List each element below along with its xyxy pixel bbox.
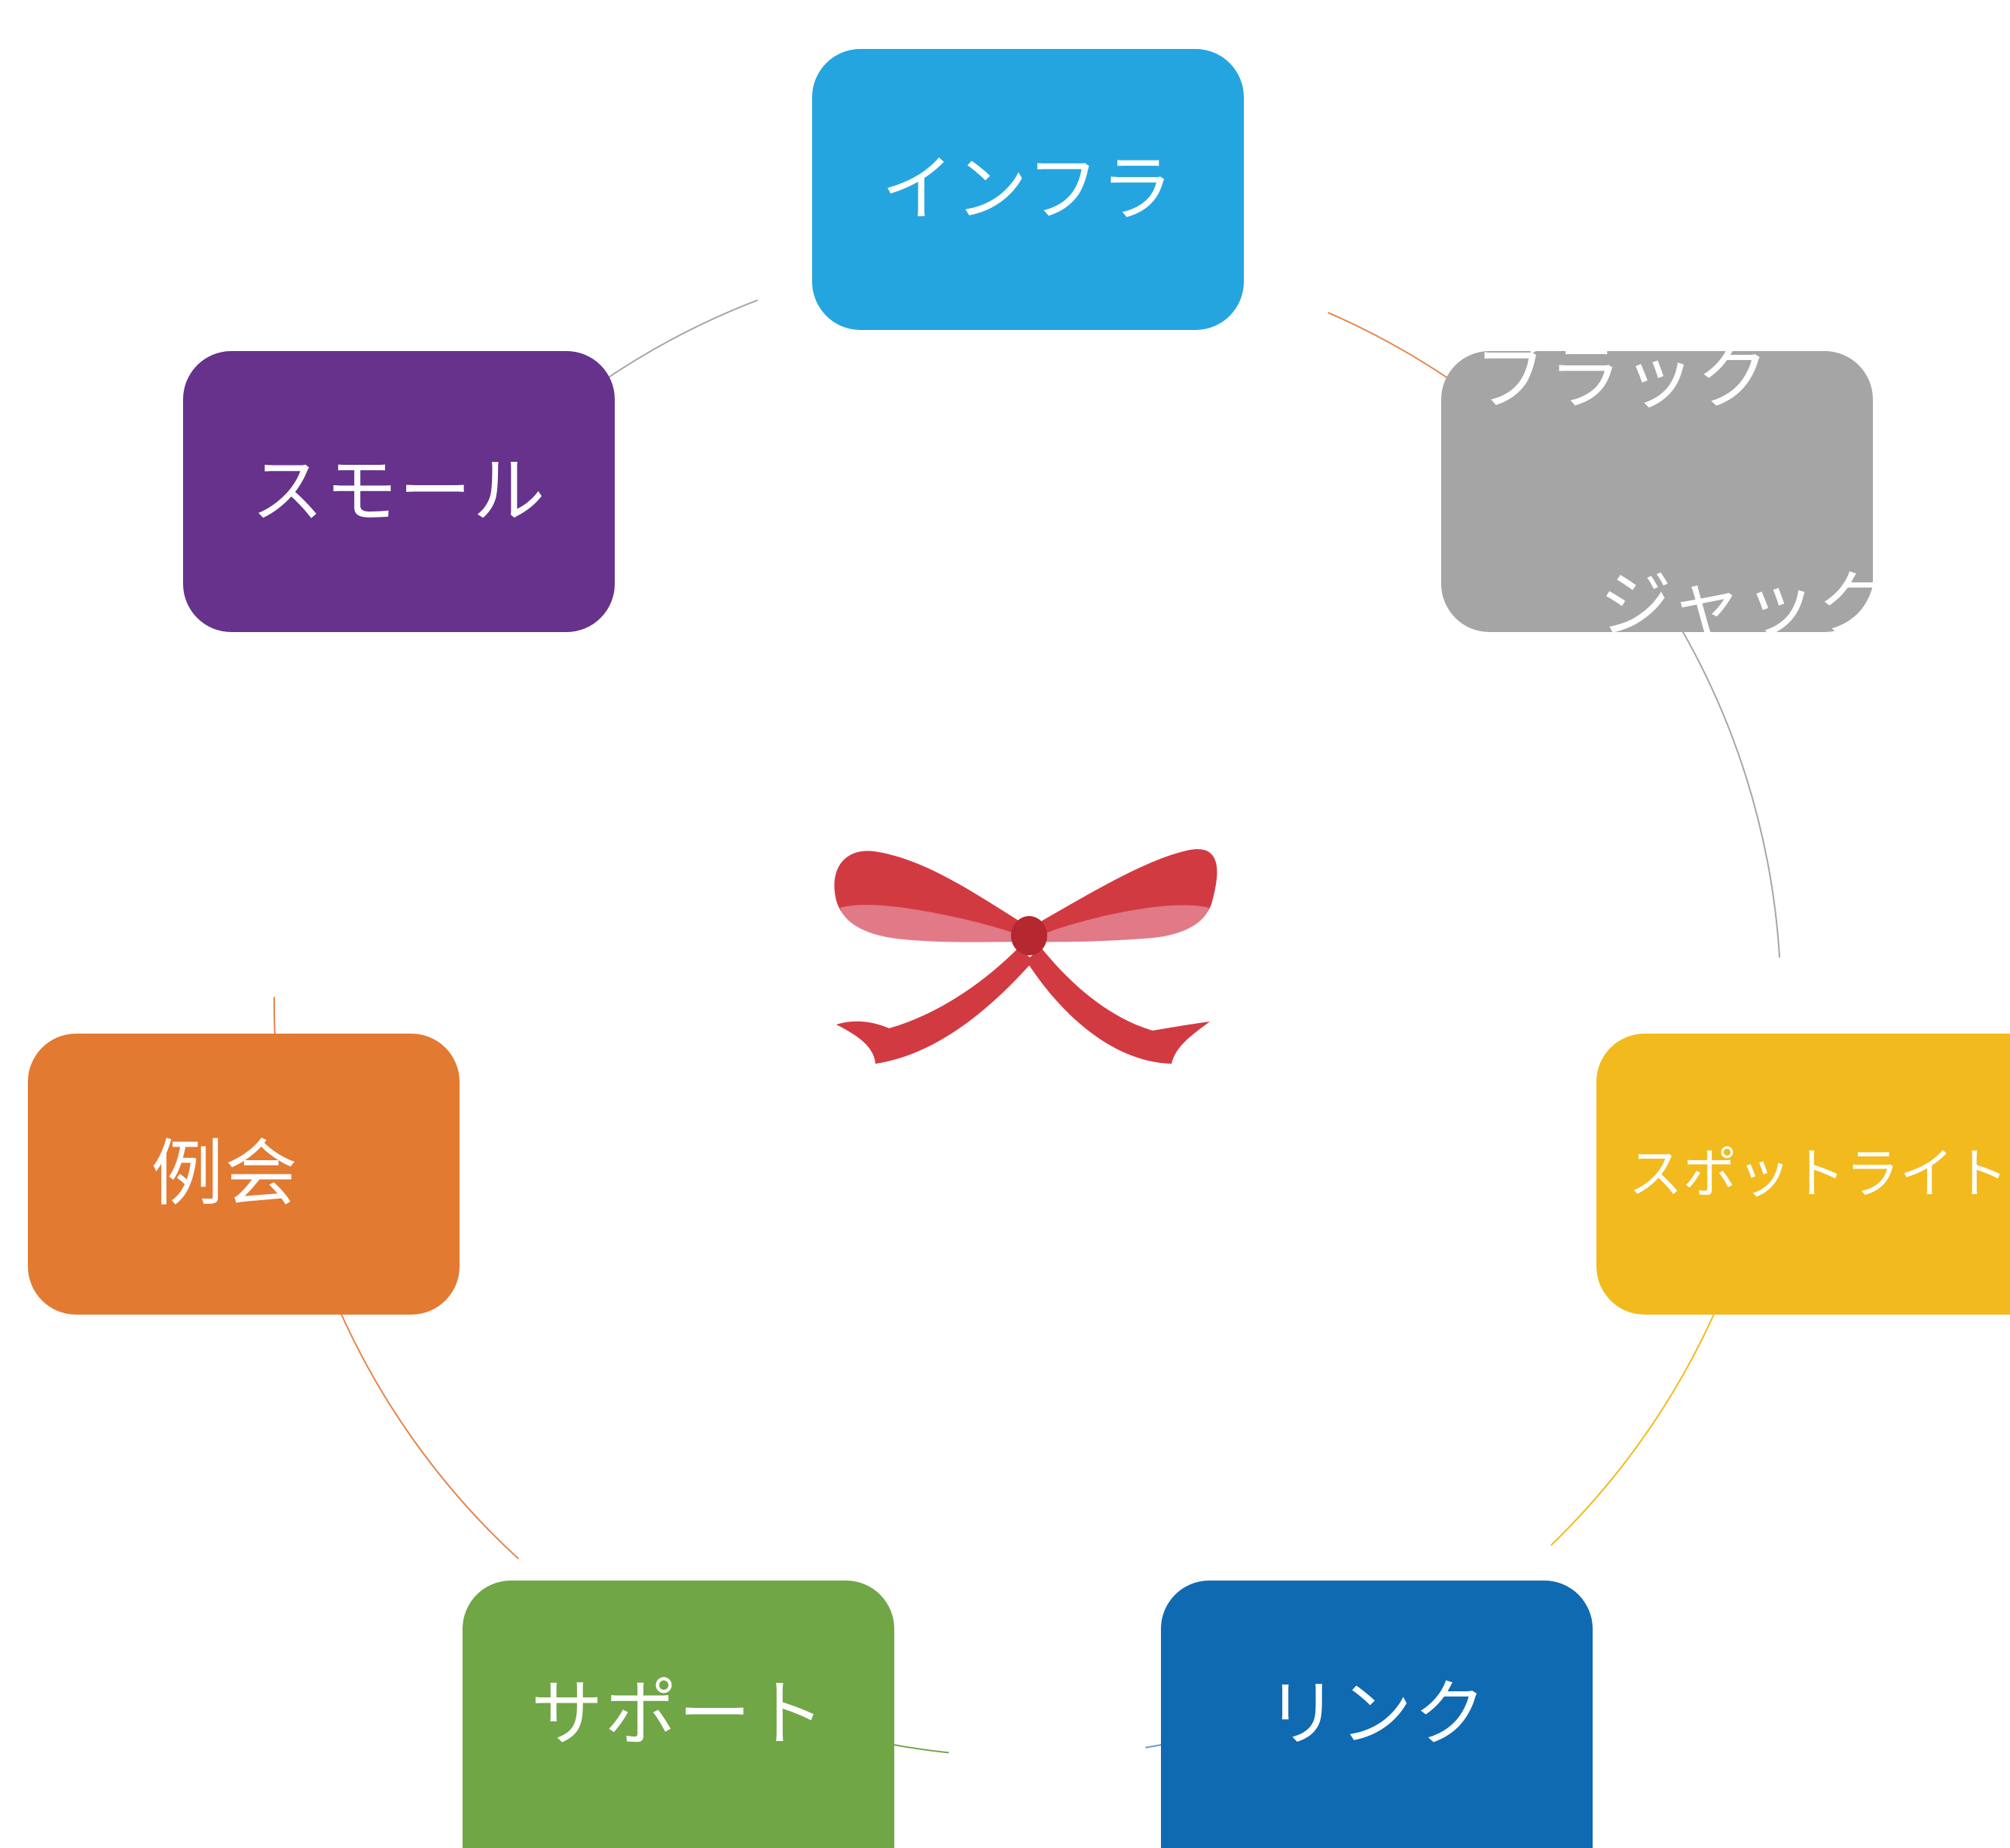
- node-label-line: ブラック: [1475, 334, 1770, 420]
- cycle-node-infra[interactable]: インフラ: [812, 49, 1244, 330]
- node-label: サポート: [530, 1672, 826, 1757]
- ribbon-left-tail: [836, 948, 1034, 1064]
- node-label: リンク: [1266, 1672, 1488, 1757]
- cycle-node-reikai[interactable]: 例会: [28, 1034, 460, 1315]
- cycle-node-black-jack[interactable]: ブラック ジャック: [1441, 340, 1889, 643]
- ribbon-left-inner: [840, 905, 1031, 942]
- node-label: 例会: [151, 1132, 299, 1217]
- ribbon-knot: [1011, 916, 1047, 955]
- cycle-node-support[interactable]: サポート: [463, 1581, 894, 1848]
- node-label-line: ジャック: [1599, 563, 1892, 648]
- cycle-node-spotlight[interactable]: スポットライト: [1596, 1034, 2010, 1315]
- red-ribbon-bow-icon: [834, 849, 1217, 1064]
- ribbon-right-tail: [1026, 948, 1210, 1064]
- node-label: スポットライト: [1628, 1141, 2008, 1205]
- cycle-connector-arc: [1669, 609, 1781, 958]
- cycle-node-small[interactable]: スモール: [183, 351, 615, 632]
- node-label: スモール: [251, 449, 547, 534]
- node-label: ブラック ジャック: [1441, 188, 1892, 795]
- cycle-node-link[interactable]: リンク: [1161, 1581, 1593, 1848]
- ribbon-right-inner: [1029, 905, 1209, 942]
- node-label: インフラ: [881, 147, 1175, 232]
